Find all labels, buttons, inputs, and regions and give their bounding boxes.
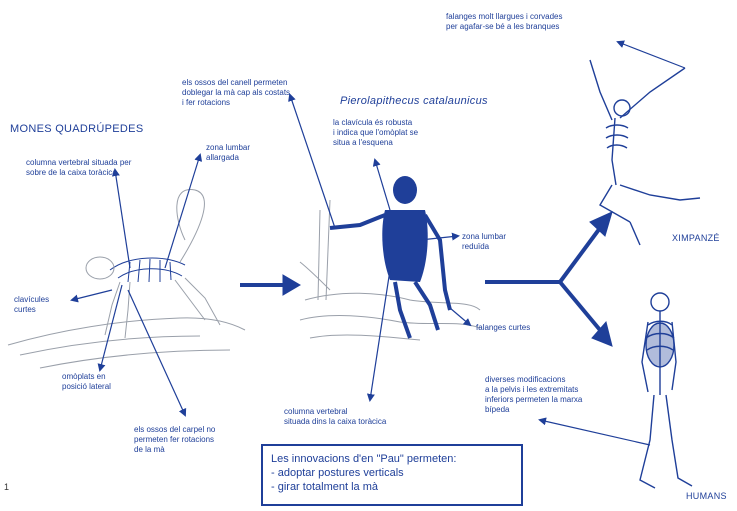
title-chimpanzee: XIMPANZÉ bbox=[672, 232, 720, 244]
innovations-item-vertical: - adoptar postures verticals bbox=[271, 466, 513, 480]
label-wrist-bones: els ossos del canell permeten doblegar l… bbox=[182, 78, 290, 108]
human-skeleton bbox=[640, 293, 692, 488]
label-human-modifications: diverses modificacions a la pelvis i les… bbox=[485, 375, 582, 415]
innovations-heading: Les innovacions d'en "Pau" permeten: bbox=[271, 452, 513, 466]
quadruped-monkey-skeleton bbox=[8, 190, 245, 368]
label-lumbar-elongated: zona lumbar allargada bbox=[206, 143, 250, 163]
label-phalanges-long: falanges molt llargues i corvades per ag… bbox=[446, 12, 563, 32]
label-spine-inside-chest: columna vertebral situada dins la caixa … bbox=[284, 407, 386, 427]
title-human: HUMANS bbox=[686, 490, 727, 502]
title-pierolapithecus: Pierolapithecus catalaunicus bbox=[340, 95, 488, 107]
innovations-box: Les innovacions d'en "Pau" permeten: - a… bbox=[261, 444, 523, 506]
innovations-item-hand: - girar totalment la mà bbox=[271, 480, 513, 494]
label-spine-above-chest: columna vertebral situada per sobre de l… bbox=[26, 158, 131, 178]
label-clavicle-robust: la clavícula és robusta i indica que l'o… bbox=[333, 118, 418, 148]
label-clavicles-short: clavícules curtes bbox=[14, 295, 49, 315]
pierolapithecus-skeleton bbox=[300, 176, 480, 340]
label-scapulae-lateral: omòplats en posició lateral bbox=[62, 372, 111, 392]
title-quadrupeds: MONES QUADRÚPEDES bbox=[10, 123, 143, 135]
label-phalanges-short: falanges curtes bbox=[476, 323, 530, 333]
label-carpal-no-rotation: els ossos del carpel no permeten fer rot… bbox=[134, 425, 215, 455]
page-marker: 1 bbox=[4, 482, 9, 492]
label-lumbar-reduced: zona lumbar reduïda bbox=[462, 232, 506, 252]
